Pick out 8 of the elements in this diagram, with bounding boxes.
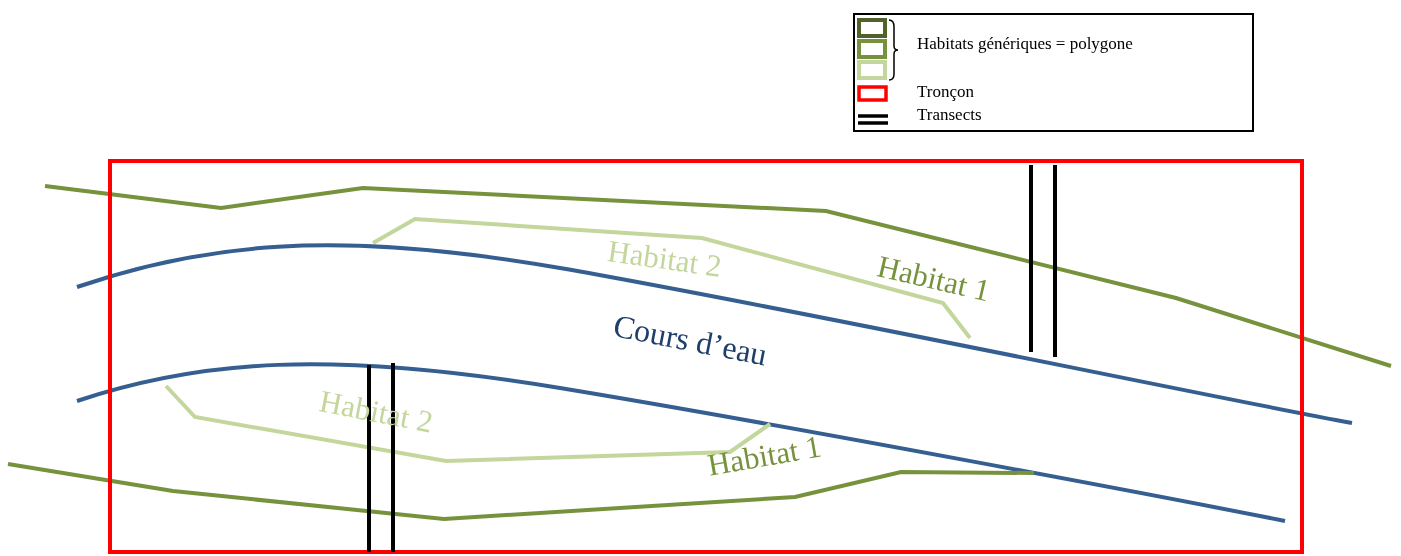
map-label: Habitat 1 bbox=[705, 429, 824, 481]
map-label: Cours d’eau bbox=[610, 309, 770, 371]
map-label: Habitat 2 bbox=[605, 234, 724, 282]
legend-label: Transects bbox=[917, 106, 982, 123]
legend-label: Tronçon bbox=[917, 83, 974, 100]
map-label: Habitat 1 bbox=[874, 249, 994, 306]
map-label: Habitat 2 bbox=[317, 384, 436, 438]
legend-label: Habitats génériques = polygone bbox=[917, 35, 1133, 52]
